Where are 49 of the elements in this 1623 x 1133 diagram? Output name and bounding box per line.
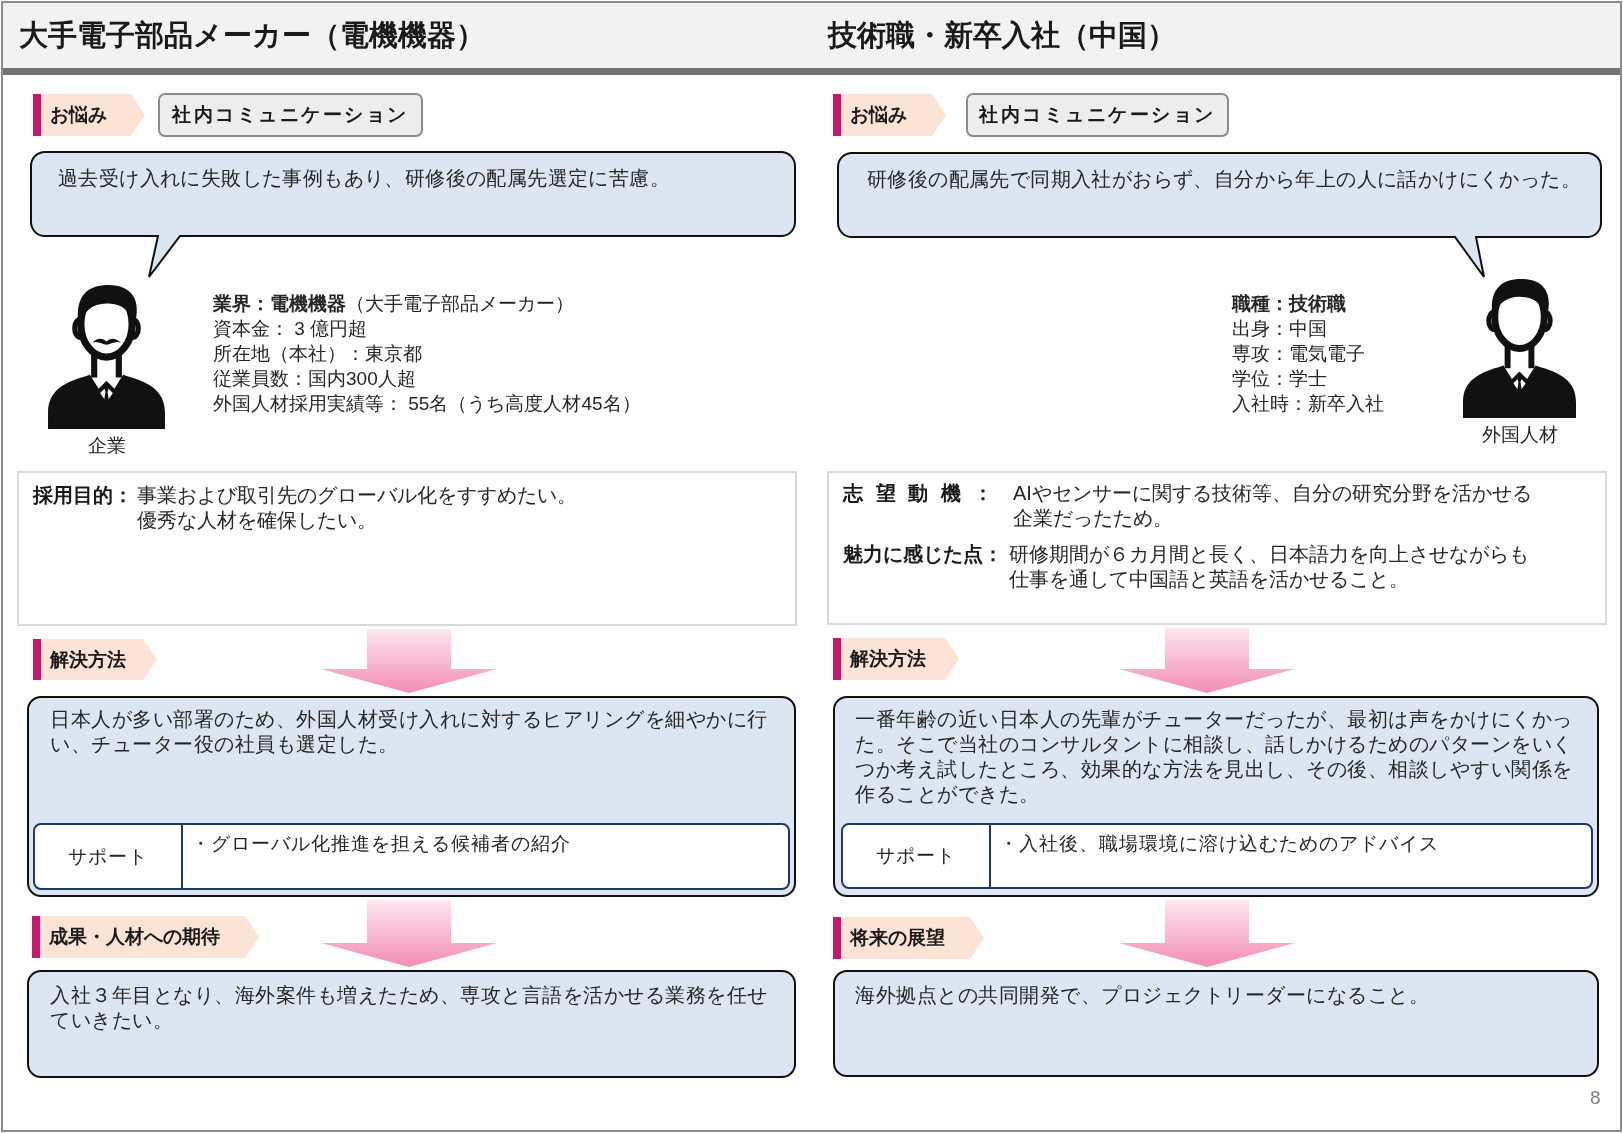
body-text: 海外拠点との共同開発で、プロジェクトリーダーになること。 (855, 983, 1430, 1008)
info-text: 学位：学士 (1232, 367, 1327, 391)
info-text: 職種：技術職 (1232, 292, 1346, 316)
text-panel (27, 970, 796, 1078)
speech-bubble: 過去受け入れに失敗した事例もあり、研修後の配属先選定に苦慮。 (30, 151, 796, 279)
icon-caption: 外国人材 (1480, 423, 1559, 447)
info-box (17, 471, 797, 626)
info-text: 業界：電機機器（大手電子部品メーカー） (213, 292, 574, 316)
info-box (827, 471, 1607, 625)
support-heading: サポート (35, 825, 183, 888)
icon-caption: 企業 (86, 434, 127, 458)
body-text: 事業および取引先のグローバル化をすすめたい。 (137, 483, 577, 508)
body-text: 一番年齢の近い日本人の先輩がチューターだったが、最初は声をかけにくかった。そこで当社のコンサルタントに相談し、話しかけるためのパターンをいくつか考え試したところ、効果的な方法を見出し、その後、相談しやすい関係を作ることができた。 (855, 707, 1574, 807)
arrow (321, 900, 497, 967)
topic-tag: 社内コミュニケーション (966, 93, 1229, 137)
field-label: 採用目的： (33, 483, 133, 508)
text-panel (833, 970, 1599, 1077)
text-panel (833, 696, 1599, 897)
support-text: ・グローバル化推進を担える候補者の紹介 (191, 832, 572, 856)
heading: 大手電子部品メーカー（電機機器） (19, 18, 485, 53)
topic-tag: 社内コミュニケーション (158, 93, 423, 137)
info-text: 従業員数：国内300人超 (213, 367, 416, 391)
support-row (841, 823, 1593, 889)
support-text: ・入社後、職場環境に溶け込むためのアドバイス (999, 832, 1440, 856)
heading: 技術職・新卒入社（中国） (828, 18, 1176, 53)
header-bar (3, 3, 1620, 75)
info-text: 資本金： 3 億円超 (213, 317, 368, 341)
info-text: 外国人材採用実績等： 55名（うち高度人材45名） (213, 392, 641, 416)
info-text: 専攻：電気電子 (1232, 342, 1365, 366)
body-text: 入社３年目となり、海外案件も増えたため、専攻と言語を活かせる業務を任せていきたい。 (50, 983, 769, 1033)
person-icon (47, 283, 166, 429)
body-text: 優秀な人材を確保したい。 (137, 508, 377, 533)
support-heading: サポート (843, 825, 991, 887)
support-row (33, 823, 790, 890)
field-label: 志望動機： (843, 481, 993, 506)
arrow (1119, 900, 1295, 967)
body-text: 研修期間が６カ月間と長く、日本語力を向上させながらも仕事を通して中国語と英語を活かせること。 (1009, 542, 1530, 592)
field-label: 魅力に感じた点： (843, 542, 1003, 567)
text-panel (27, 696, 796, 897)
body-text: AIやセンサーに関する技術等、自分の研究分野を活かせる企業だったため。 (1013, 481, 1533, 531)
arrow (321, 629, 497, 693)
info-text: 出身：中国 (1232, 317, 1327, 341)
info-text: 入社時：新卒入社 (1232, 392, 1384, 416)
speech-bubble: 研修後の配属先で同期入社がおらず、自分から年上の人に話かけにくかった。 (837, 152, 1602, 279)
body-text: 日本人が多い部署のため、外国人材受け入れに対するヒアリングを細やかに行い、チューター役の社員も選定した。 (50, 707, 769, 757)
person-icon (1462, 277, 1577, 418)
info-text: 所在地（本社）：東京都 (213, 342, 422, 366)
page-number: 8 (1590, 1086, 1601, 1110)
arrow (1119, 628, 1295, 693)
